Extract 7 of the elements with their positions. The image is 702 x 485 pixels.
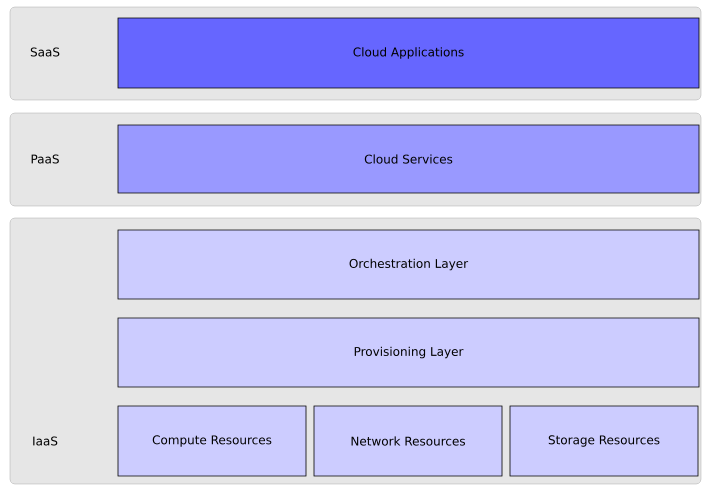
layer-box: Network Resources — [314, 406, 502, 476]
layer-box: Orchestration Layer — [118, 230, 700, 300]
layer-box: Compute Resources — [118, 406, 306, 476]
layer-box: Cloud Services — [118, 124, 700, 194]
layer-box: Provisioning Layer — [118, 318, 700, 388]
layer-box: Cloud Applications — [118, 18, 700, 88]
layer-box: Storage Resources — [510, 406, 698, 476]
